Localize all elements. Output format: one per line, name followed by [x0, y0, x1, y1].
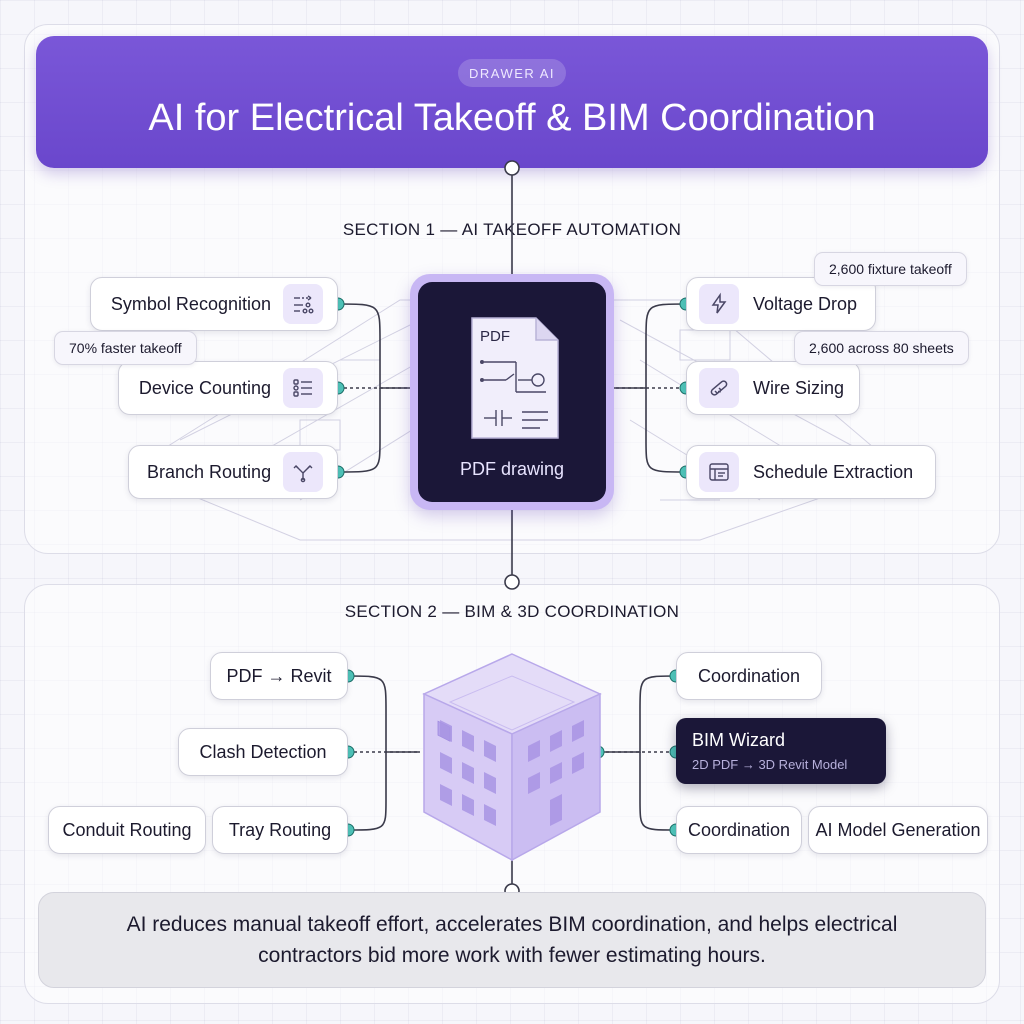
- stat-across-sheets: 2,600 across 80 sheets: [794, 331, 969, 365]
- schedule-extraction-node[interactable]: Schedule Extraction: [686, 445, 936, 499]
- section2-title: SECTION 2 — BIM & 3D COORDINATION: [344, 602, 680, 621]
- node-label: Wire Sizing: [753, 377, 845, 398]
- node-label: Branch Routing: [147, 461, 272, 482]
- coordination-top-node[interactable]: Coordination: [676, 652, 822, 700]
- node-label: Schedule Extraction: [753, 461, 914, 482]
- bim-wizard-card[interactable]: BIM Wizard 2D PDF → 3D Revit Model: [676, 718, 886, 784]
- node-label: Voltage Drop: [753, 293, 858, 314]
- pdf-doc-label: PDF: [480, 328, 510, 345]
- list-icon: [283, 368, 323, 408]
- branch-routing-node[interactable]: Branch Routing: [128, 445, 338, 499]
- coordination-bottom-node[interactable]: Coordination: [676, 806, 802, 854]
- pdf-drawing-label: PDF drawing: [459, 459, 565, 479]
- footer-summary: AI reduces manual takeoff effort, accele…: [38, 892, 986, 988]
- voltage-drop-node[interactable]: Voltage Drop: [686, 277, 876, 331]
- tray-routing-node[interactable]: Tray Routing: [212, 806, 348, 854]
- conduit-routing-node[interactable]: Conduit Routing: [48, 806, 206, 854]
- branch-icon: [283, 452, 324, 492]
- symbol-recognition-icon: [283, 284, 323, 324]
- pdf-document-icon: [471, 317, 559, 439]
- ai-model-generation-node[interactable]: AI Model Generation: [808, 806, 988, 854]
- bim-wizard-subtitle: 2D PDF → 3D Revit Model: [692, 757, 848, 772]
- lightning-icon: [699, 284, 739, 324]
- device-counting-node[interactable]: Device Counting: [118, 361, 338, 415]
- stat-fixture-takeoff: 2,600 fixture takeoff: [814, 252, 967, 286]
- pdf-drawing-card[interactable]: PDF PDF drawing: [410, 274, 614, 510]
- pdf-to-revit-node[interactable]: PDF → Revit: [210, 652, 348, 700]
- schedule-icon: [699, 452, 739, 492]
- clash-detection-node[interactable]: Clash Detection: [178, 728, 348, 776]
- bim-wizard-title: BIM Wizard: [692, 730, 786, 750]
- pdf-drawing-inner: PDF PDF drawing: [418, 282, 606, 502]
- node-label: Symbol Recognition: [110, 293, 271, 314]
- symbol-recognition-node[interactable]: Symbol Recognition: [90, 277, 338, 331]
- wire-icon: [699, 368, 739, 408]
- node-label: Device Counting: [138, 377, 271, 398]
- wire-sizing-node[interactable]: Wire Sizing: [686, 361, 860, 415]
- header-badge: DRAWER AI: [458, 59, 566, 87]
- page-title: AI for Electrical Takeoff & BIM Coordina…: [148, 97, 876, 139]
- stat-faster-takeoff: 70% faster takeoff: [54, 331, 197, 365]
- header-banner: [36, 36, 988, 168]
